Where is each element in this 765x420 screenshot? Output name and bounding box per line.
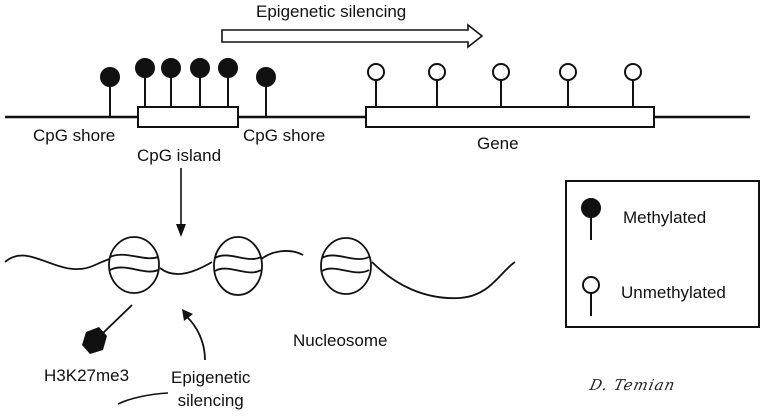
cpg-island-label: CpG island (137, 146, 222, 165)
epigenetic-silencing-bottom-label: Epigenetic silencing (171, 368, 251, 410)
cpg-shore-left-label: CpG shore (33, 126, 116, 145)
legend-methylated-label: Methylated (623, 208, 707, 227)
unmethylated-sites (367, 63, 642, 107)
methylated-site-marker (135, 58, 155, 107)
down-arrow (176, 168, 186, 237)
methylated-site-marker (218, 58, 238, 107)
legend-unmethylated-icon (582, 276, 600, 316)
methylated-site-marker (256, 67, 276, 117)
gene-label: Gene (477, 134, 519, 153)
cpg-shore-right-label: CpG shore (243, 126, 326, 145)
legend-unmethylated-label: Unmethylated (621, 283, 726, 302)
nucleosome-3 (320, 237, 372, 295)
top-arrow-label: Epigenetic silencing (256, 2, 407, 21)
methylated-site-marker (100, 67, 120, 117)
methylated-site-marker (161, 58, 181, 107)
nucleosome-2 (213, 236, 263, 296)
methylated-sites (100, 58, 276, 117)
nucleosome-1 (108, 236, 160, 294)
silencing-direction-arrow (221, 23, 484, 49)
unmethylated-site-marker (559, 63, 577, 107)
methylated-site-marker (190, 58, 210, 107)
unmethylated-site-marker (624, 63, 642, 107)
nucleosome-label: Nucleosome (293, 331, 388, 350)
decorative-curve (117, 392, 169, 405)
chromatin-fiber (4, 250, 516, 300)
h3k27me3-label: H3K27me3 (44, 366, 130, 385)
cpg-island-box (137, 106, 239, 128)
legend-box (565, 180, 760, 328)
unmethylated-site-marker (367, 63, 385, 107)
legend-methylated-icon (581, 198, 601, 240)
gene-box (365, 106, 655, 128)
author-signature: D. Temian (588, 376, 678, 394)
h3k27me3-mark (82, 304, 133, 354)
silencing-curved-arrow (182, 309, 206, 361)
unmethylated-site-marker (428, 63, 446, 107)
unmethylated-site-marker (492, 63, 510, 107)
